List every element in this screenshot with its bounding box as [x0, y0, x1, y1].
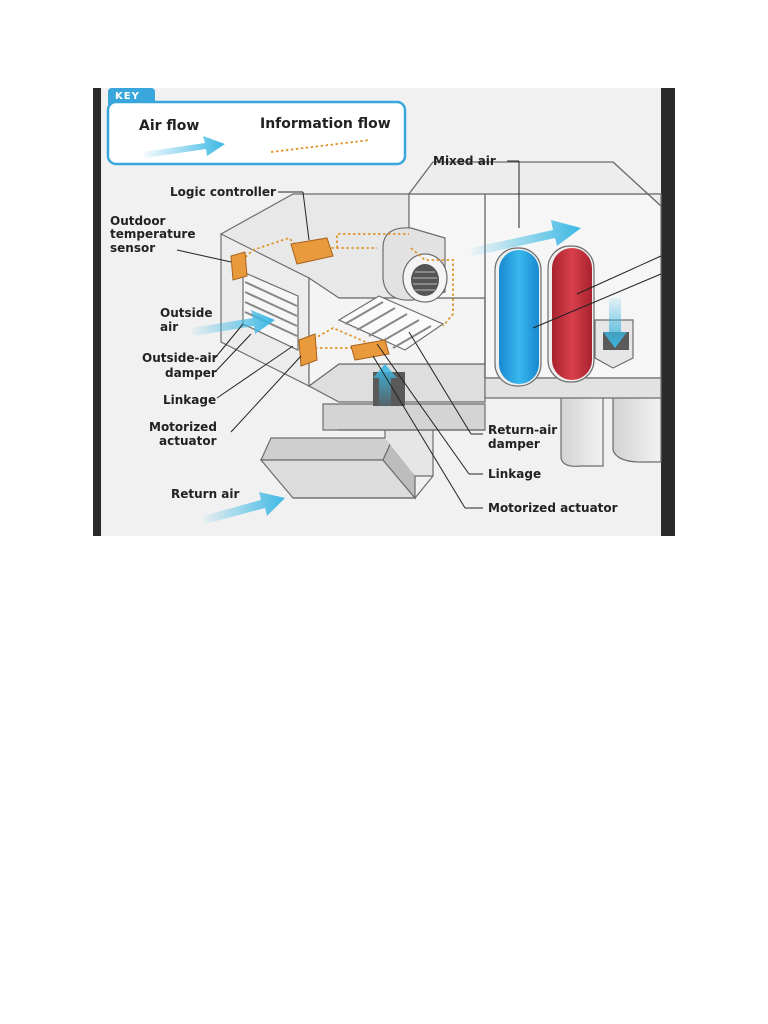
return-air-up-arrow [373, 364, 397, 406]
heating-coil [552, 248, 592, 380]
supply-ducts [560, 377, 662, 467]
logic-controller-box [290, 237, 334, 265]
supply-fan [382, 227, 448, 303]
components [230, 237, 390, 367]
outdoor-sensor-box [230, 251, 248, 281]
air-flow-arrows [191, 220, 627, 524]
outside-actuator-box [298, 333, 318, 367]
key-tag: KEY [115, 91, 140, 102]
label-motorized-actuator-left-line1: Motorized [149, 420, 217, 434]
label-motorized-actuator-right: Motorized actuator [488, 501, 618, 515]
key-legend: KEY Air flow Information flow [106, 88, 407, 166]
leader-lines [176, 160, 662, 509]
label-motorized-actuator-left-line2: actuator [159, 434, 217, 448]
key-information-flow-line [270, 139, 371, 153]
frame-right-bar [661, 88, 675, 536]
frame-left-bar [93, 88, 101, 536]
label-logic-controller: Logic controller [170, 185, 276, 199]
key-air-flow-arrow [143, 136, 225, 158]
diagram-canvas: KEY Air flow Information flow [93, 88, 675, 536]
label-return-air-damper-line1: Return-air [488, 423, 557, 437]
label-outside-air-damper-line1: Outside-air [142, 351, 218, 365]
label-outside-air-line2: air [160, 320, 178, 334]
return-actuator-box [350, 339, 390, 361]
label-linkage-left: Linkage [163, 393, 216, 407]
label-outdoor-sensor-line3: sensor [110, 241, 155, 255]
return-air-duct [259, 417, 434, 500]
label-outside-air-line1: Outside [160, 306, 212, 320]
label-return-air-damper-line2: damper [488, 437, 540, 451]
key-information-flow-label: Information flow [260, 116, 391, 132]
return-air-arrow [203, 492, 285, 524]
cooling-coil [499, 250, 539, 384]
mixed-air-arrow [471, 220, 581, 256]
supply-down-arrow [603, 298, 627, 348]
label-return-air: Return air [171, 487, 240, 501]
label-outdoor-sensor-line2: temperature [110, 227, 195, 241]
coils [494, 245, 634, 387]
label-outside-air-damper-line2: damper [165, 366, 217, 380]
label-linkage-right: Linkage [488, 467, 541, 481]
outside-air-arrow [191, 310, 275, 336]
air-handler-economizer-diagram: KEY Air flow Information flow [93, 88, 675, 536]
key-air-flow-label: Air flow [139, 118, 199, 134]
key-tab [108, 88, 155, 110]
diagram-labels: Mixed air Logic controller Outdoor tempe… [110, 154, 618, 515]
label-outdoor-sensor-line1: Outdoor [110, 214, 166, 228]
label-mixed-air: Mixed air [433, 154, 496, 168]
